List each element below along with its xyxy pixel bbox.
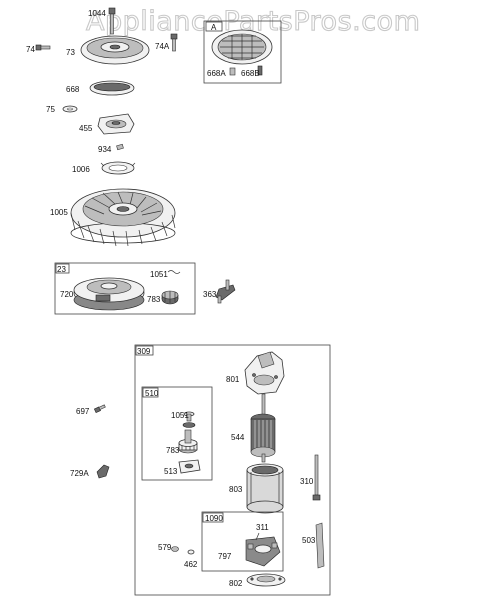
label-668: 668 — [66, 85, 80, 94]
label-1051a: 1051 — [150, 270, 168, 279]
kit-box-1090[interactable] — [201, 511, 284, 572]
shield-503[interactable] — [315, 522, 325, 569]
screw-74a[interactable] — [170, 33, 178, 52]
label-74a: 74A — [155, 42, 170, 51]
kit-box-a[interactable] — [203, 20, 282, 84]
label-802: 802 — [229, 579, 243, 588]
through-bolt-310[interactable] — [312, 454, 321, 501]
label-box-23: 23 — [57, 265, 66, 274]
nut-579[interactable] — [171, 546, 179, 552]
label-803: 803 — [229, 485, 243, 494]
label-1005: 1005 — [50, 208, 68, 217]
label-box-a: A — [211, 23, 217, 32]
screw-74[interactable] — [35, 44, 51, 51]
washer-462[interactable] — [187, 549, 195, 555]
label-783a: 783 — [147, 295, 161, 304]
armature-544[interactable] — [250, 393, 276, 463]
label-75: 75 — [46, 105, 55, 114]
label-455: 455 — [79, 124, 93, 133]
label-544: 544 — [231, 433, 245, 442]
label-box-510: 510 — [145, 389, 159, 398]
end-plate-802[interactable] — [246, 573, 286, 587]
label-513: 513 — [164, 467, 178, 476]
motor-housing-803[interactable] — [246, 463, 284, 514]
label-729a: 729A — [70, 469, 89, 478]
kit-box-23[interactable] — [54, 262, 196, 315]
label-1006: 1006 — [72, 165, 90, 174]
kit-box-510[interactable] — [141, 386, 213, 481]
kit-box-309[interactable] — [134, 344, 331, 596]
label-668b: 668B — [241, 69, 260, 78]
screw-697[interactable] — [93, 404, 106, 414]
bracket-363[interactable] — [215, 279, 236, 304]
label-box-1090: 1090 — [205, 514, 223, 523]
label-934: 934 — [98, 145, 112, 154]
fan-1005[interactable] — [70, 188, 176, 247]
housing-plate-73[interactable] — [80, 35, 150, 65]
label-1044: 1044 — [88, 9, 106, 18]
label-74: 74 — [26, 45, 35, 54]
label-801: 801 — [226, 375, 240, 384]
label-1051b: 1051 — [171, 411, 189, 420]
label-363: 363 — [203, 290, 217, 299]
label-720: 720 — [60, 290, 74, 299]
label-box-309: 309 — [137, 347, 151, 356]
retainer-1006[interactable] — [100, 161, 136, 175]
label-668a: 668A — [207, 69, 226, 78]
label-697: 697 — [76, 407, 90, 416]
label-783b: 783 — [166, 446, 180, 455]
adapter-455[interactable] — [97, 113, 135, 135]
end-cap-801[interactable] — [244, 351, 285, 395]
label-797: 797 — [218, 552, 232, 561]
bracket-729a[interactable] — [96, 464, 110, 479]
screen-668[interactable] — [89, 80, 135, 96]
label-311: 311 — [256, 523, 269, 532]
label-310: 310 — [300, 477, 314, 486]
bolt-1044[interactable] — [108, 7, 116, 35]
label-579: 579 — [158, 543, 172, 552]
washer-75[interactable] — [62, 105, 78, 113]
key-934[interactable] — [116, 143, 124, 151]
label-462: 462 — [184, 560, 198, 569]
label-503: 503 — [302, 536, 316, 545]
label-73: 73 — [66, 48, 75, 57]
